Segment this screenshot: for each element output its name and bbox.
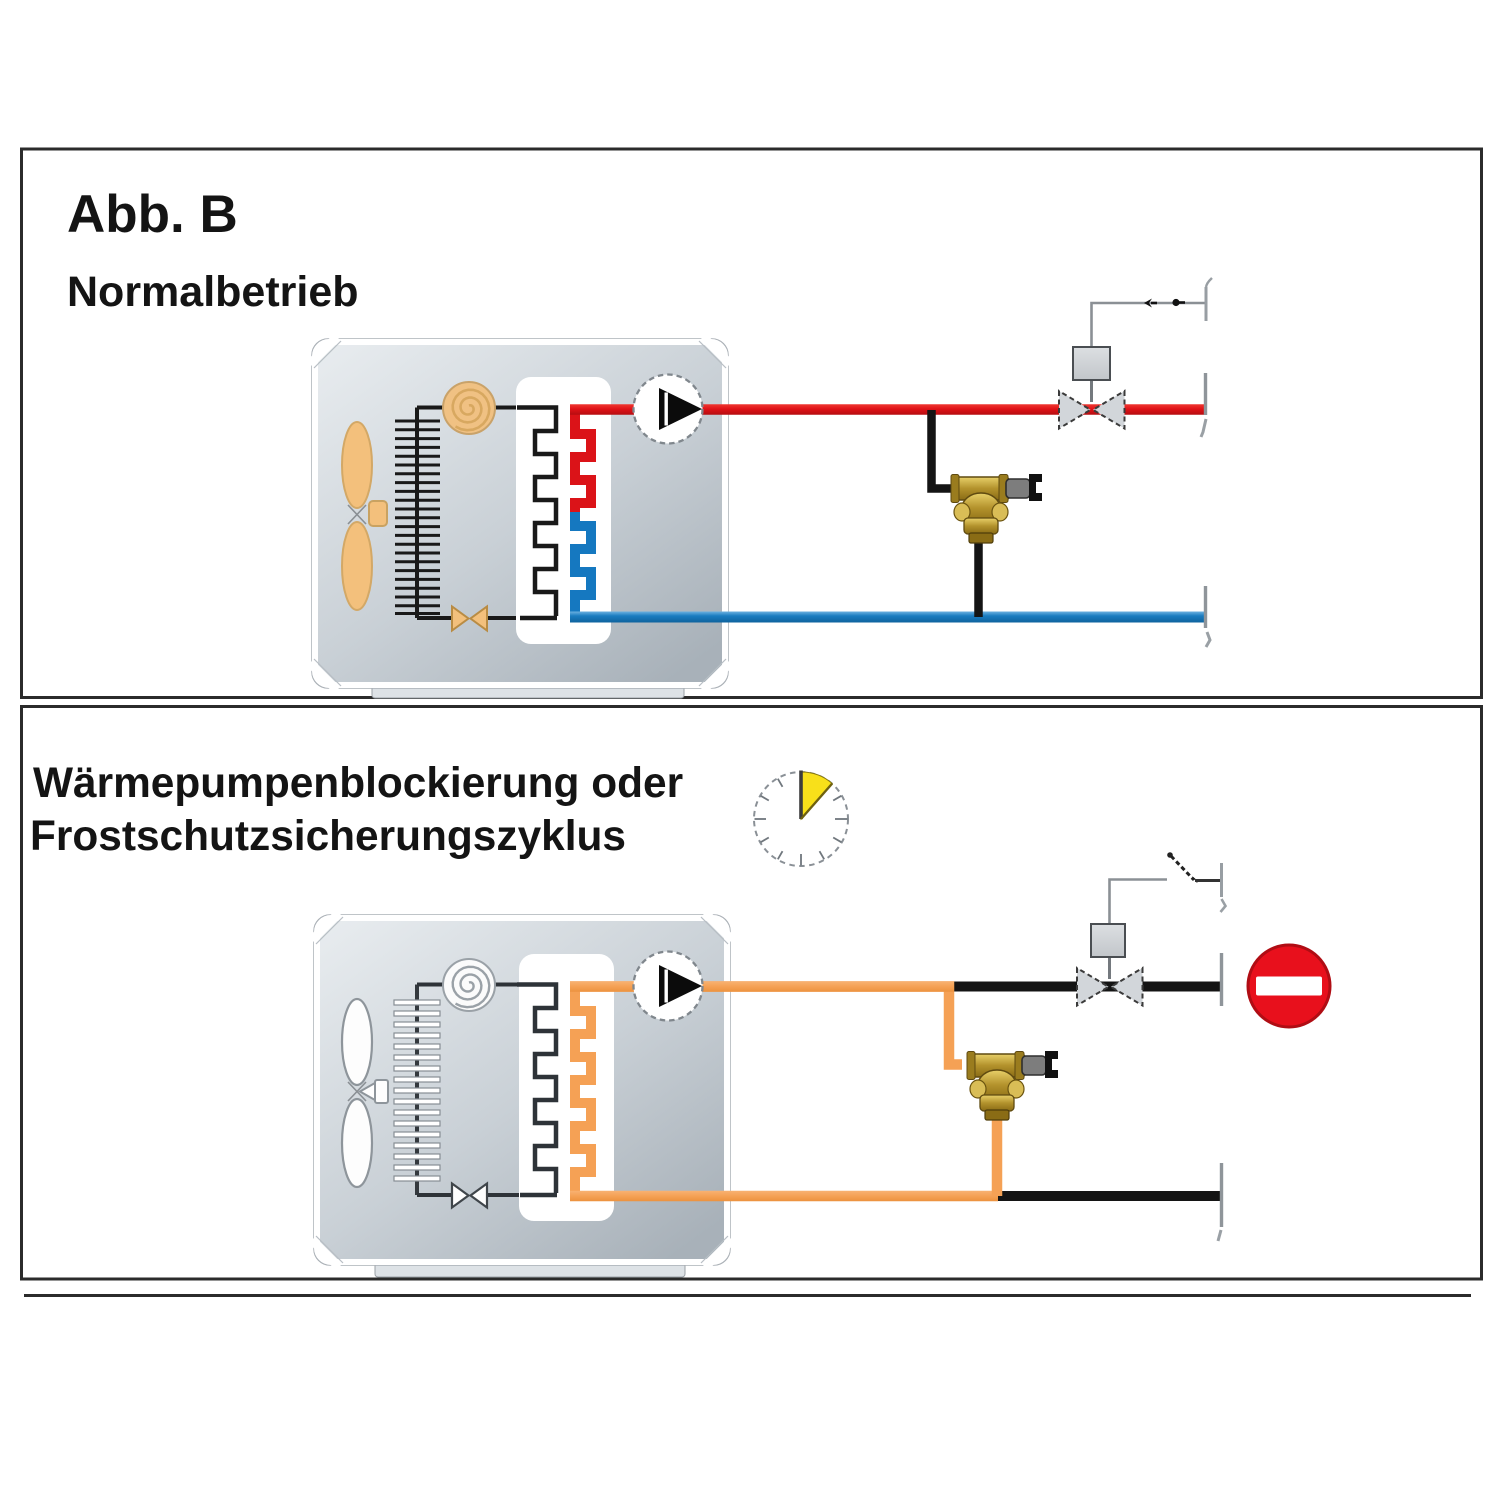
svg-text:Frostschutzsicherungszyklus: Frostschutzsicherungszyklus (30, 812, 626, 859)
svg-text:Wärmepumpenblockierung oder: Wärmepumpenblockierung oder (33, 759, 683, 806)
svg-text:Abb. B: Abb. B (67, 185, 238, 244)
svg-text:Normalbetrieb: Normalbetrieb (67, 268, 359, 316)
